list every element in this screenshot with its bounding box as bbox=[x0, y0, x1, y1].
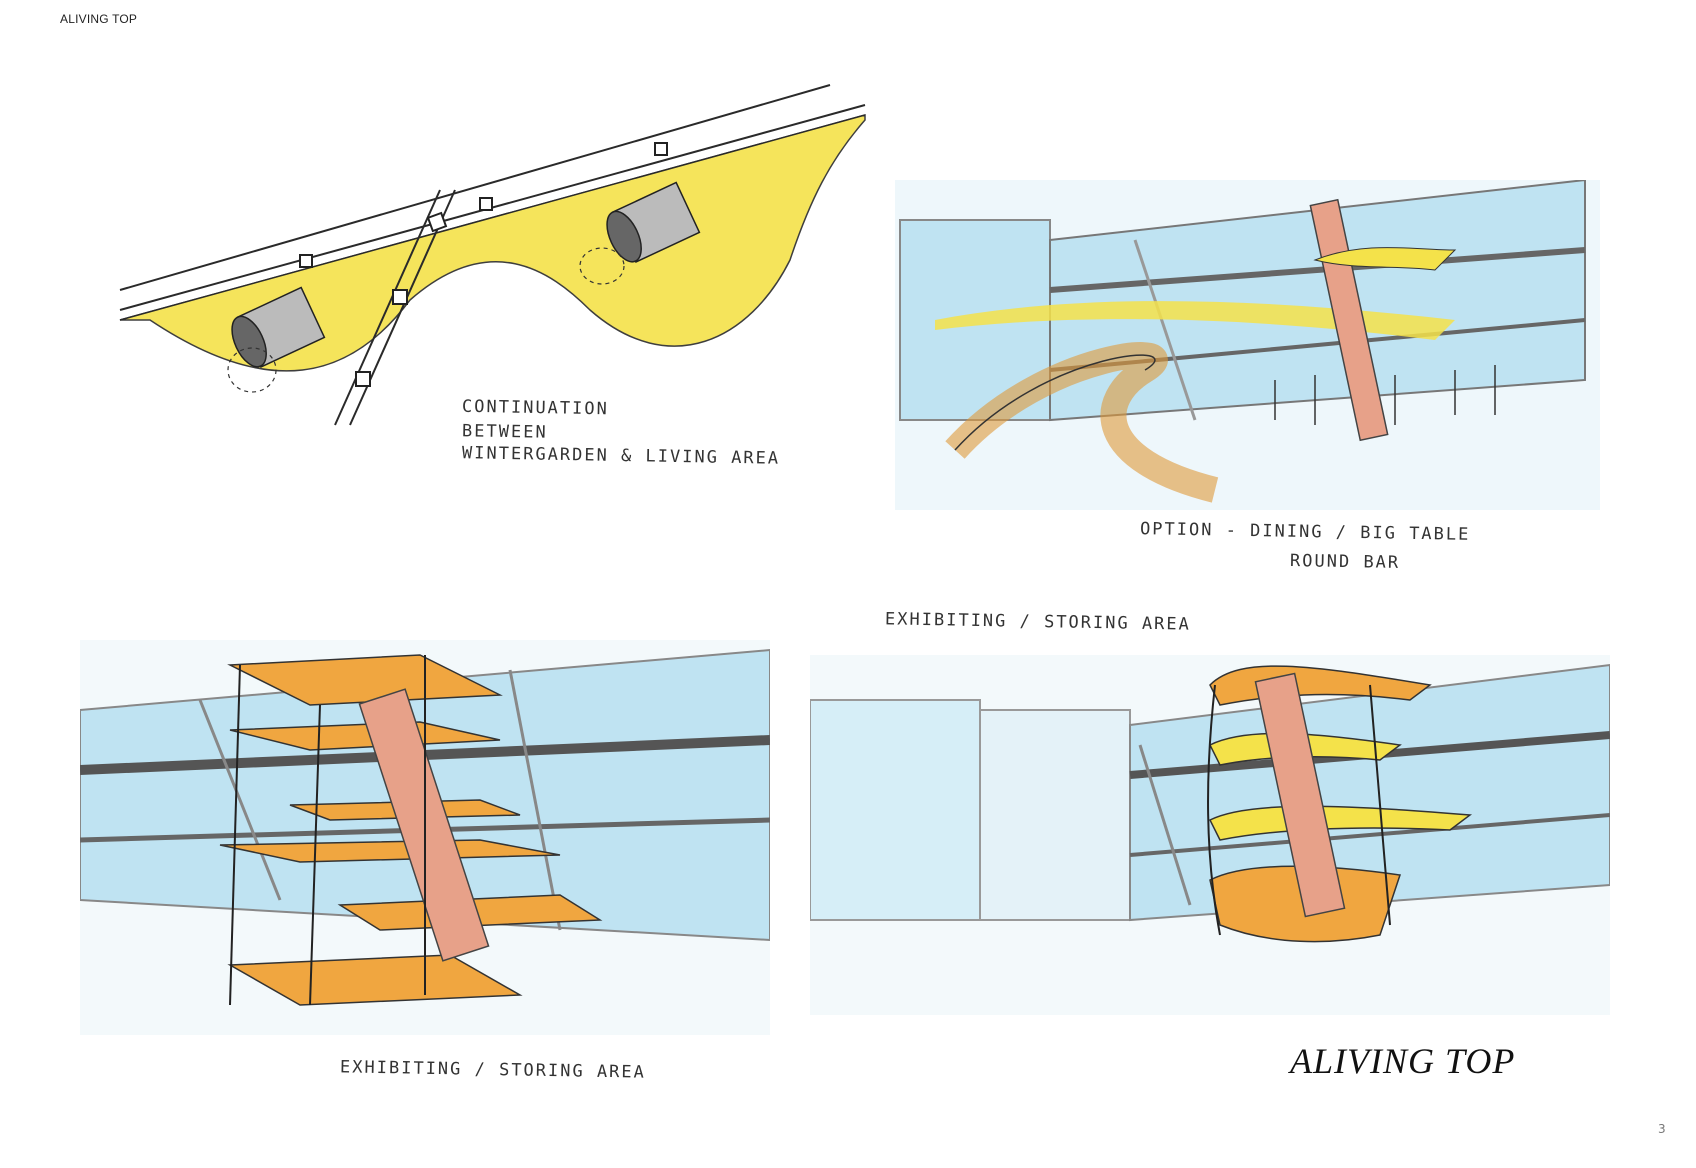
page-mark: 3 bbox=[1658, 1122, 1666, 1136]
render-exhibit-left-drawing bbox=[80, 640, 770, 1035]
note-dining-line-2: ROUND BAR bbox=[1289, 551, 1401, 573]
sketch-continuation bbox=[110, 80, 870, 460]
note-dining-line-1: OPTION - DINING / BIG TABLE bbox=[1139, 519, 1471, 545]
render-dining-drawing bbox=[895, 180, 1600, 510]
render-exhibit-right bbox=[810, 655, 1610, 1015]
note-exhibit-right: EXHIBITING / STORING AREA bbox=[884, 609, 1192, 635]
header-title: ALIVING TOP bbox=[60, 12, 138, 26]
note-continuation-line-1: CONTINUATION bbox=[461, 396, 609, 420]
footer-title: ALIVING TOP bbox=[1290, 1041, 1516, 1081]
note-continuation-line-2: BETWEEN bbox=[461, 421, 548, 443]
render-exhibit-left bbox=[80, 640, 770, 1035]
sketch-continuation-drawing bbox=[119, 84, 866, 426]
note-continuation-line-3: WINTERGARDEN & LIVING AREA bbox=[461, 443, 781, 469]
render-exhibit-right-drawing bbox=[810, 655, 1610, 1015]
render-dining bbox=[895, 180, 1600, 510]
note-exhibit-left: EXHIBITING / STORING AREA bbox=[339, 1057, 647, 1083]
